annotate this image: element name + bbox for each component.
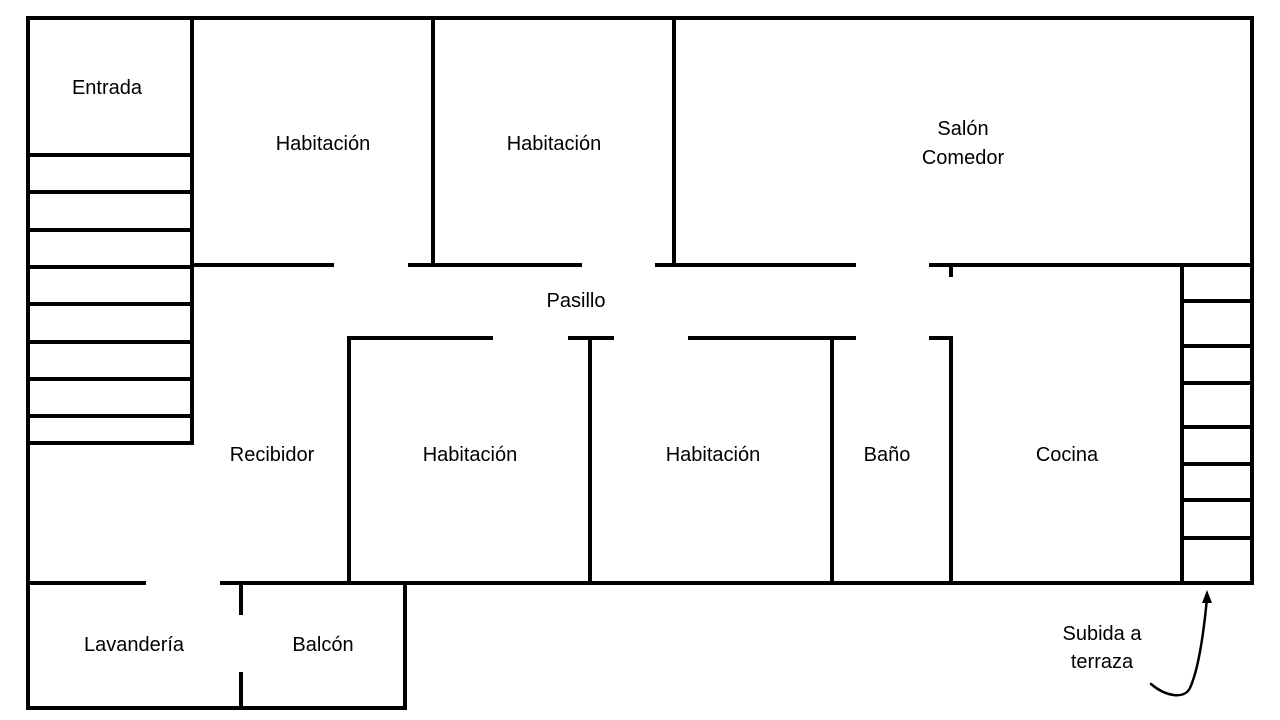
label-recibidor: Recibidor [230, 444, 315, 466]
annotation-line-1: Subida a [1063, 623, 1143, 645]
curved-arrow-icon [1149, 590, 1212, 697]
label-habitacion-2: Habitación [507, 133, 602, 155]
label-balcon: Balcón [292, 634, 353, 656]
terrace-stairs [1180, 263, 1254, 585]
entrance-stairs [26, 153, 194, 445]
label-salon: Salón [937, 118, 988, 140]
annotation-line-2: terraza [1071, 651, 1134, 673]
label-lavanderia: Lavandería [84, 634, 185, 656]
label-pasillo: Pasillo [547, 290, 606, 312]
lower-wing-walls [26, 581, 407, 710]
bottom-room-walls [347, 336, 953, 585]
label-comedor: Comedor [922, 147, 1005, 169]
label-habitacion-1: Habitación [276, 133, 371, 155]
outer-walls [26, 16, 1254, 710]
label-bano: Baño [864, 444, 911, 466]
label-habitacion-4: Habitación [666, 444, 761, 466]
label-habitacion-3: Habitación [423, 444, 518, 466]
label-cocina: Cocina [1036, 444, 1099, 466]
label-entrada: Entrada [72, 77, 143, 99]
